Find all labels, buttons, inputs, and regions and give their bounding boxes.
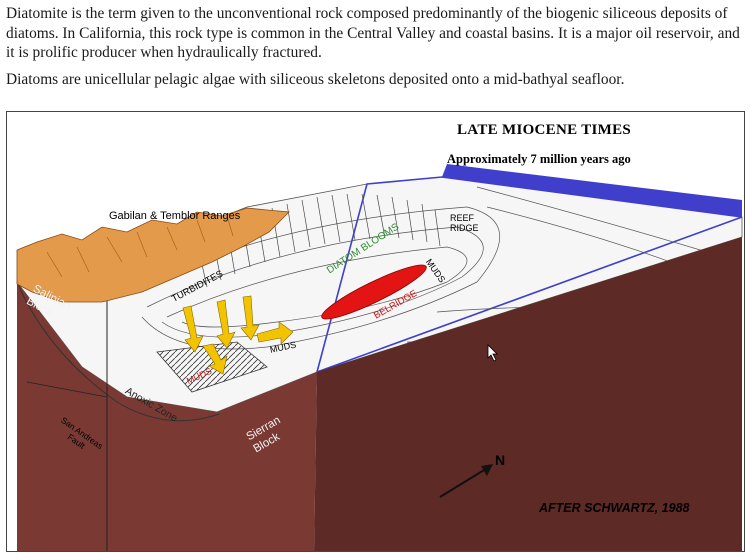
intro-paragraph-1: Diatomite is the term given to the uncon… bbox=[6, 5, 740, 61]
north-arrow bbox=[439, 464, 493, 498]
mouse-cursor-icon bbox=[487, 344, 498, 362]
belridge-reservoir bbox=[321, 264, 427, 320]
figure-credit: AFTER SCHWARTZ, 1988 bbox=[539, 501, 690, 515]
ocean-back-wall bbox=[442, 164, 742, 217]
label-north: N bbox=[495, 452, 506, 468]
block-diagram: LATE MIOCENE TIMES Approximately 7 milli… bbox=[6, 111, 745, 552]
label-reef-ridge: REEF RIDGE bbox=[450, 213, 479, 233]
intro-text: Diatomite is the term given to the uncon… bbox=[6, 4, 746, 89]
turbidite-arrows bbox=[182, 295, 294, 375]
figure-subtitle: Approximately 7 million years ago bbox=[447, 152, 631, 166]
label-ranges: Gabilan & Temblor Ranges bbox=[109, 210, 241, 222]
gabilan-temblor-ranges bbox=[16, 207, 290, 303]
figure-title: LATE MIOCENE TIMES bbox=[457, 122, 632, 138]
intro-paragraph-2: Diatoms are unicellular pelagic algae wi… bbox=[6, 70, 625, 88]
block-front-face bbox=[17, 282, 317, 551]
block-diagram-drawing bbox=[16, 164, 743, 551]
block-side-face bbox=[314, 237, 742, 551]
